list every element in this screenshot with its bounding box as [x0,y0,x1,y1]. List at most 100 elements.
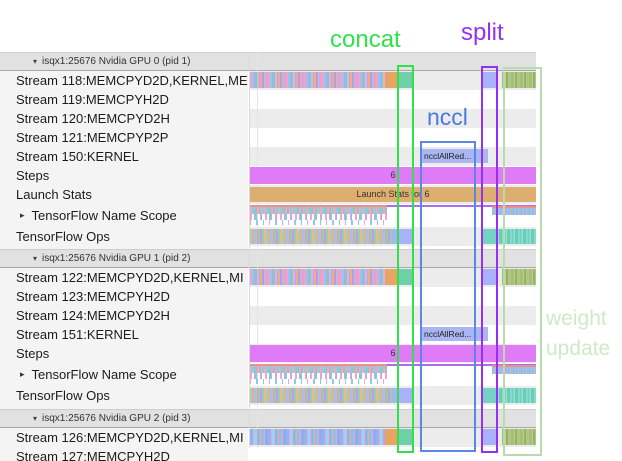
event-stripes[interactable] [250,72,385,88]
concat-annotation-box [397,65,414,453]
row-label-text: Steps [16,168,50,183]
weight-update-line2: update [546,337,611,360]
collapse-triangle-icon[interactable]: ▾ [33,413,38,423]
row-label: Stream 123:MEMCPYH2D [0,287,248,306]
nccl-annotation-label: nccl [427,104,468,130]
weight-update-annotation-box [503,67,542,456]
event-block-teal[interactable] [483,229,496,244]
flame-events[interactable] [250,207,387,225]
row-label-text: Stream 124:MEMCPYD2H [16,308,170,323]
row-track [250,268,536,287]
gpu-section-header[interactable]: ▾ isqx1:25676 Nvidia GPU 1 (pid 2) [0,249,536,268]
row-label: Stream 119:MEMCPYH2D [0,90,248,109]
event-block-teal[interactable] [398,429,413,445]
event-block-teal[interactable] [483,388,496,403]
trace-row: Stream 150:KERNEL ncclAllRed... [0,147,622,166]
trace-row: Stream 118:MEMCPYD2D,KERNEL,ME [0,71,622,90]
event-block-periwinkle[interactable] [481,429,497,445]
grid-line [257,52,258,448]
row-label: Stream 118:MEMCPYD2D,KERNEL,ME [0,71,248,90]
connector-line-salmon [250,364,387,366]
row-label[interactable]: ▸ TensorFlow Name Scope [0,204,248,227]
row-label-text: Stream 151:KERNEL [16,327,139,342]
trace-row: Stream 122:MEMCPYD2D,KERNEL,MI [0,268,622,287]
concat-annotation-label: concat [330,26,401,53]
row-label: Stream 150:KERNEL [0,147,248,166]
row-label-text: TensorFlow Ops [16,388,110,403]
event-stripes-olive[interactable] [502,429,536,445]
row-track [250,287,536,306]
expand-triangle-icon[interactable]: ▸ [20,210,25,220]
row-label-text: TensorFlow Ops [16,229,110,244]
sidebar-divider [249,52,250,448]
event-block-periwinkle[interactable] [481,72,497,88]
event-stripes-olive[interactable] [502,72,536,88]
row-track [250,204,536,227]
gpu-section-header[interactable]: ▾isqx1:25676 Nvidia GPU 0 (pid 1) [0,52,536,71]
row-label-text: Stream 122:MEMCPYD2D,KERNEL,MI [16,270,244,285]
collapse-triangle-icon[interactable]: ▾ [33,56,38,66]
event-stripes[interactable] [250,388,392,403]
event-stripes-olive[interactable] [502,269,536,285]
nccl-annotation-box [420,141,476,452]
row-track: 6 [250,166,536,185]
split-annotation-box [481,66,498,453]
nccl-allreduce-bar[interactable]: ncclAllRed... [420,327,488,341]
nccl-allreduce-bar[interactable]: ncclAllRed... [420,149,488,163]
trace-row: TensorFlow Ops [0,227,622,246]
row-track [250,363,536,386]
gpu-section-title: isqx1:25676 Nvidia GPU 1 (pid 2) [42,253,191,264]
weight-update-annotation-label: weight update [546,304,610,364]
trace-row: Steps 6 [0,166,622,185]
launch-stats-bar[interactable]: Launch Stats for 6 [250,187,536,202]
event-block-periwinkle[interactable] [481,269,497,285]
flame-events[interactable] [250,366,387,384]
event-stripes[interactable] [250,429,385,445]
gpu-section-header[interactable]: ▾isqx1:25676 Nvidia GPU 2 (pid 3) [0,409,536,428]
row-label: Stream 120:MEMCPYD2H [0,109,248,128]
mini-events[interactable] [492,365,536,374]
event-stripes[interactable] [250,269,385,285]
event-block-orange[interactable] [385,72,398,88]
trace-row: Stream 120:MEMCPYD2H [0,109,622,128]
steps-bar[interactable]: 6 [250,345,536,362]
trace-row: Stream 151:KERNEL ncclAllRed... [0,325,622,344]
row-label-text: Stream 120:MEMCPYD2H [16,111,170,126]
row-label: Stream 151:KERNEL [0,325,248,344]
row-track: ncclAllRed... [250,325,536,344]
event-block-teal[interactable] [398,269,413,285]
trace-row: Stream 126:MEMCPYD2D,KERNEL,MI [0,428,622,447]
trace-row: ▸ TensorFlow Name Scope [0,204,622,227]
event-block-orange[interactable] [385,429,398,445]
event-stripes[interactable] [250,229,392,244]
row-label: Steps [0,166,248,185]
event-block-teal[interactable] [398,72,413,88]
event-block-orange[interactable] [385,269,398,285]
row-label: Stream 126:MEMCPYD2D,KERNEL,MI [0,428,248,447]
event-stripes-teal[interactable] [496,229,536,244]
expand-triangle-icon[interactable]: ▸ [20,369,25,379]
row-label-text: Stream 126:MEMCPYD2D,KERNEL,MI [16,430,244,445]
row-label: Steps [0,344,248,363]
row-label[interactable]: ▸TensorFlow Name Scope [0,363,248,386]
row-track: Launch Stats for 6 [250,185,536,204]
steps-bar[interactable]: 6 [250,167,536,184]
trace-row: Stream 123:MEMCPYH2D [0,287,622,306]
event-stripes-teal[interactable] [496,388,536,403]
row-label: Stream 121:MEMCPYP2P [0,128,248,147]
row-track [250,386,536,405]
collapse-triangle-icon[interactable]: ▾ [33,253,38,263]
row-track [250,428,536,447]
row-label-text: TensorFlow Name Scope [31,208,177,223]
mini-events[interactable] [492,206,536,215]
trace-row: TensorFlow Ops [0,386,622,405]
trace-row: Stream 124:MEMCPYD2H [0,306,622,325]
row-label-text: Stream 127:MEMCPYH2D [16,449,170,461]
row-track [250,306,536,325]
row-label: Stream 124:MEMCPYD2H [0,306,248,325]
row-label: Stream 122:MEMCPYD2D,KERNEL,MI [0,268,248,287]
row-label: Stream 127:MEMCPYH2D [0,447,248,461]
row-track [250,227,536,246]
